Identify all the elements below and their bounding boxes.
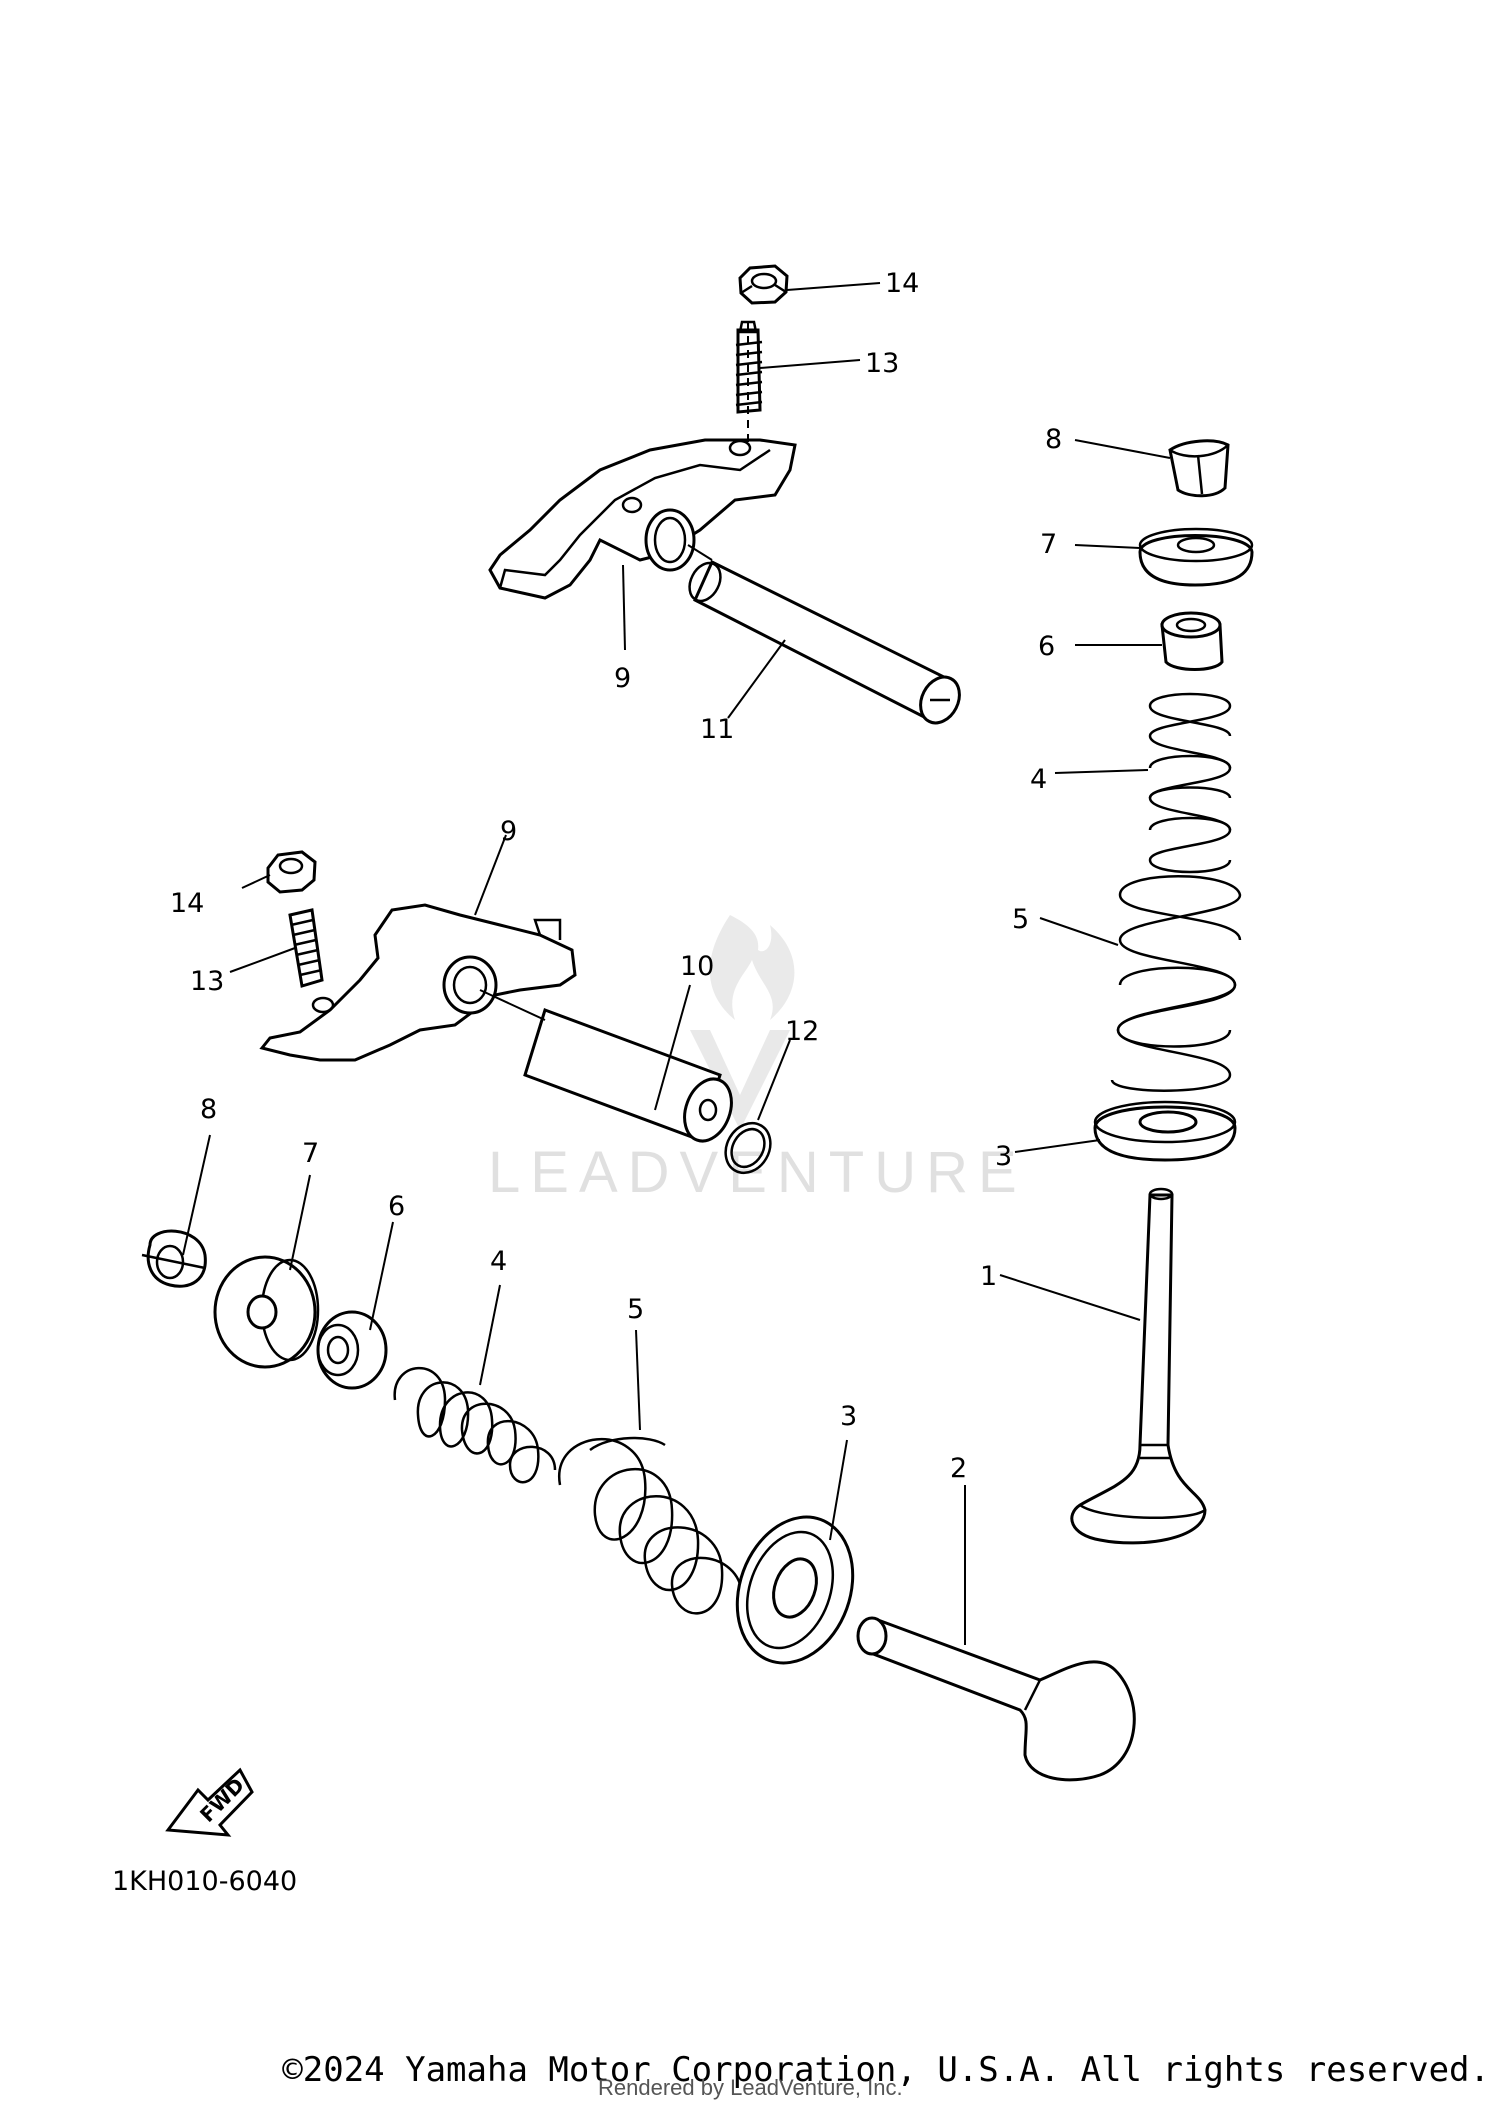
rocker-shaft-upper	[687, 544, 961, 725]
callout-6-right: 6	[1038, 631, 1055, 662]
watermark-text: LEADVENTURE	[488, 1140, 1027, 1205]
rendered-by-credit: Rendered by LeadVenture, Inc.	[598, 2075, 903, 2100]
rocker-arm-upper	[488, 438, 797, 600]
callout-11: 11	[700, 714, 734, 745]
callout-9-lower: 9	[500, 816, 517, 847]
exhaust-valve-right	[1070, 1187, 1207, 1545]
callout-3-left: 3	[840, 1401, 857, 1432]
inner-spring-left	[393, 1366, 557, 1484]
o-ring	[724, 1121, 772, 1175]
callout-5-right: 5	[1012, 904, 1029, 935]
callout-5-left: 5	[627, 1294, 644, 1325]
inner-spring-right	[1148, 692, 1232, 874]
flame-icon	[709, 915, 795, 1020]
callout-3-right: 3	[995, 1141, 1012, 1172]
lower-rocker-assembly	[259, 850, 772, 1175]
callout-14-lower: 14	[170, 888, 204, 919]
lower-valve-set	[141, 1229, 1136, 1782]
callout-4-right: 4	[1030, 764, 1047, 795]
spring-retainer-right	[1138, 527, 1254, 587]
valve-spring-seat-left	[735, 1515, 855, 1665]
adjuster-screw-lower	[288, 908, 324, 988]
callout-4-left: 4	[490, 1246, 507, 1277]
adjuster-nut-upper	[738, 264, 789, 305]
callout-10: 10	[680, 951, 714, 982]
right-valve-stack	[1070, 439, 1254, 1545]
fwd-arrow: FWD	[165, 1767, 254, 1837]
callout-14-upper: 14	[885, 268, 919, 299]
callout-13-upper: 13	[865, 348, 899, 379]
valve-cotter-right	[1168, 439, 1230, 498]
callout-7-left: 7	[302, 1138, 319, 1169]
upper-rocker-assembly	[488, 264, 961, 725]
spring-seat-right	[1160, 611, 1224, 671]
rocker-shaft-lower	[479, 989, 733, 1143]
rocker-arm-lower	[259, 903, 577, 1062]
callouts: 14 13 8 7 6 9 11 4 9 14 5 10 13 12 8 3 7…	[112, 268, 1062, 1897]
spring-seat-left	[316, 1310, 388, 1390]
callout-9-upper: 9	[614, 663, 631, 694]
callout-1: 1	[980, 1261, 997, 1292]
valve-spring-seat-right	[1093, 1100, 1237, 1162]
outer-spring-left	[558, 1436, 744, 1615]
drawing-code: 1KH010-6040	[112, 1866, 297, 1897]
valve-cotter-left	[141, 1229, 207, 1288]
adjuster-nut-lower	[266, 850, 317, 894]
watermark: LEADVENTURE	[488, 915, 1027, 1205]
v-mark-icon	[690, 1030, 790, 1130]
callout-12: 12	[785, 1016, 819, 1047]
copyright-notice: ©2024 Yamaha Motor Corporation, U.S.A. A…	[282, 2050, 1490, 2090]
callout-8-right: 8	[1045, 424, 1062, 455]
spring-retainer-left	[213, 1255, 320, 1369]
callout-13-lower: 13	[190, 966, 224, 997]
outer-spring-right	[1110, 875, 1242, 1092]
callout-2: 2	[950, 1453, 967, 1484]
intake-valve-left	[856, 1616, 1136, 1782]
callout-6-left: 6	[388, 1191, 405, 1222]
callout-7-right: 7	[1040, 529, 1057, 560]
callout-8-left: 8	[200, 1094, 217, 1125]
leader-lines	[182, 282, 1171, 1645]
